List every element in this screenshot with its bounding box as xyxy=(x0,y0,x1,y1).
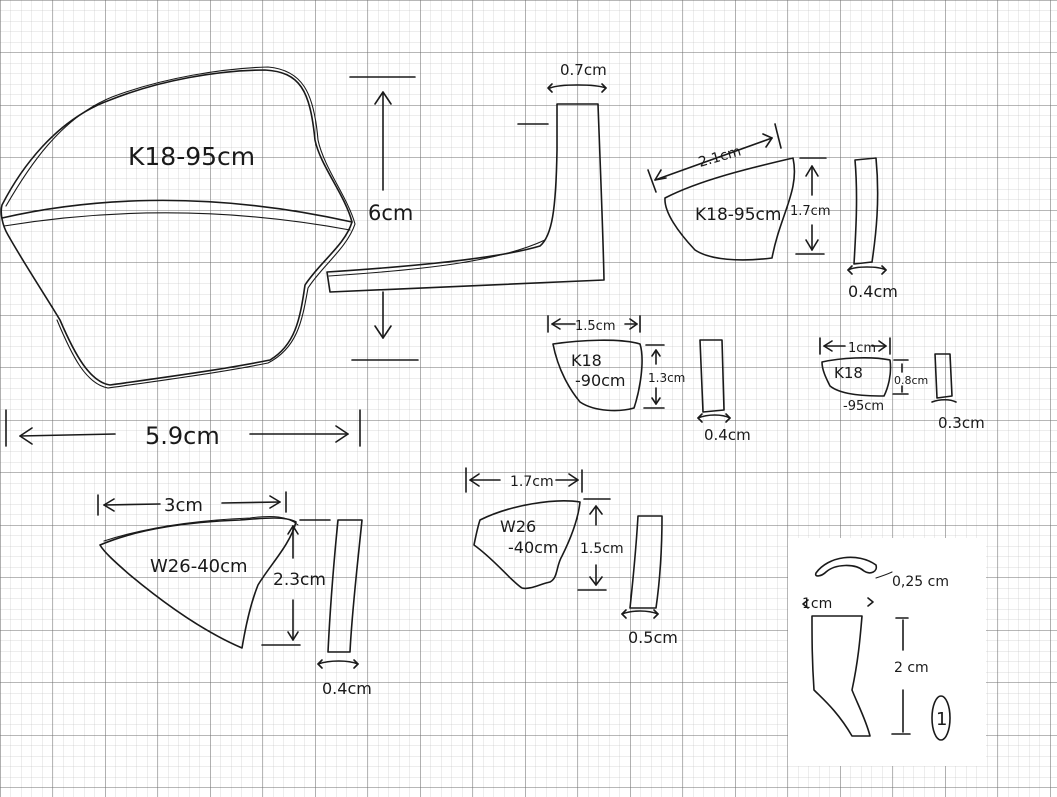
sherd-k18-90-height-label: 1.3cm xyxy=(648,371,685,385)
sherd-k18-90-width-label: 1.5cm xyxy=(575,319,616,334)
large-sherd-outline-trace xyxy=(5,66,356,389)
large-sherd-outline xyxy=(0,69,353,386)
large-rim-sherd: K18-95cm xyxy=(0,66,356,389)
inset-cross-section-arc xyxy=(814,556,878,577)
sherd-w26-40-large-outline xyxy=(99,517,297,649)
sherd-k18-tiny: 1cm K18 -95cm 0.8cm 0.3cm xyxy=(819,337,985,432)
inset-number-circle xyxy=(931,695,951,741)
sherd-k18-95-small-outline xyxy=(664,157,796,261)
sherd-k18-95-small-label: K18-95cm xyxy=(695,205,781,225)
inset-card: 0,25 cm 1cm 2 cm 1 xyxy=(788,538,986,766)
sherd-w26-40-large-label: W26-40cm xyxy=(150,556,248,577)
sherd-k18-tiny-label-line1: K18 xyxy=(834,364,863,382)
large-sherd-rim-line-lower xyxy=(3,212,351,231)
sherd-k18-90-label-line1: K18 xyxy=(571,351,602,370)
sherd-k18-tiny-label-line2: -95cm xyxy=(843,399,884,414)
sherd-k18-90-outline xyxy=(552,339,643,412)
sherd-k18-90-thickness-label: 0.4cm xyxy=(704,426,751,444)
sherd-w26-40-large-width-label: 3cm xyxy=(164,495,203,516)
large-sherd-height-dimension: 6cm xyxy=(349,76,419,361)
inset-width-label: 1cm xyxy=(802,596,832,612)
sherd-w26-40-large-profile xyxy=(327,519,363,653)
sherd-w26-40-small-label-line1: W26 xyxy=(500,517,536,536)
large-sherd-label: K18-95cm xyxy=(128,142,255,171)
sherd-k18-tiny-outline xyxy=(821,357,892,397)
sherd-w26-40-small-width-label: 1.7cm xyxy=(510,474,554,490)
sherd-w26-40-large-thickness-label: 0.4cm xyxy=(322,679,372,698)
sherd-k18-90: 1.5cm K18 -90cm 1.3cm 0.4cm xyxy=(547,315,751,444)
inset-sherd-outline xyxy=(811,615,871,737)
inset-height-label: 2 cm xyxy=(894,660,929,676)
sherd-w26-40-small-profile xyxy=(629,515,663,609)
sherd-w26-40-large-height-label: 2.3cm xyxy=(273,570,326,590)
sherd-k18-tiny-profile xyxy=(934,353,953,399)
sherd-k18-95-small-profile xyxy=(853,157,879,265)
large-sherd-thickness-label: 0.7cm xyxy=(560,61,607,79)
large-sherd-rim-line xyxy=(1,199,353,223)
sherd-k18-95-small: 2.1cm K18-95cm 1.7cm 0.4cm xyxy=(647,123,898,301)
sherd-k18-95-small-height-label: 1.7cm xyxy=(790,204,831,219)
sherd-k18-90-profile xyxy=(699,339,725,413)
inset-number-label: 1 xyxy=(936,709,947,730)
sherd-w26-40-small-label-line2: -40cm xyxy=(508,538,559,557)
inset-thickness-label: 0,25 cm xyxy=(892,574,949,590)
large-sherd-width-dimension: 5.9cm xyxy=(5,409,361,450)
large-sherd-height-label: 6cm xyxy=(368,201,413,225)
sherd-k18-tiny-height-label: 0.8cm xyxy=(894,374,928,387)
sherd-k18-tiny-width-label: 1cm xyxy=(848,341,876,356)
sherd-w26-40-large: 3cm W26-40cm 2.3cm 0.4cm xyxy=(97,491,372,698)
sherd-k18-90-label-line2: -90cm xyxy=(575,371,626,390)
sherd-w26-40-small-outline xyxy=(473,500,581,590)
sherd-w26-40-small-height-label: 1.5cm xyxy=(580,541,624,557)
sherd-w26-40-small: 1.7cm W26 -40cm 1.5cm 0.5cm xyxy=(465,467,678,647)
inset-background xyxy=(788,538,986,766)
large-sherd-width-label: 5.9cm xyxy=(145,422,220,450)
sherd-k18-tiny-thickness-label: 0.3cm xyxy=(938,414,985,432)
sherd-w26-40-small-thickness-label: 0.5cm xyxy=(628,628,678,647)
sherd-k18-95-small-thickness-label: 0.4cm xyxy=(848,282,898,301)
large-sherd-profile: 0.7cm xyxy=(326,61,607,293)
